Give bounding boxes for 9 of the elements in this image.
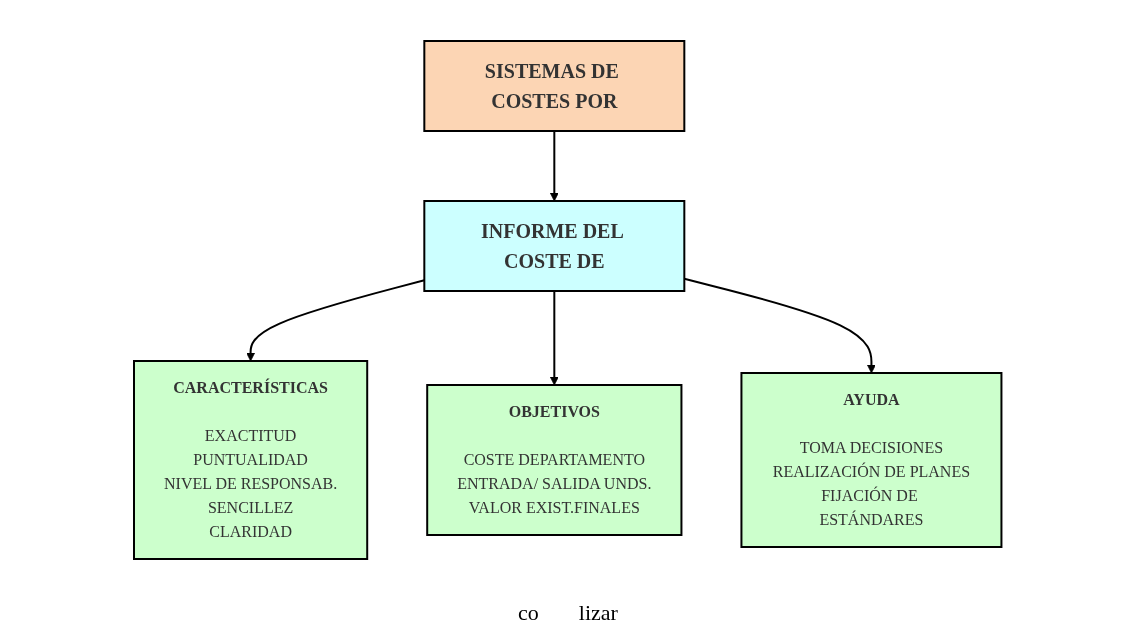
text-fragment: co <box>518 600 539 626</box>
node-box: AYUDA TOMA DECISIONES REALIZACIÓN DE PLANES FIJACIÓN DE ESTÁNDARES <box>740 372 1003 548</box>
arrow <box>550 130 559 202</box>
node-box: CARACTERÍSTICAS EXACTITUD PUNTUALIDAD NIVEL DE RESPONSAB. SENCILLEZ CLARIDAD <box>133 360 369 560</box>
node-box: OBJETIVOS COSTE DEPARTAMENTO ENTRADA/ SALIDA UNDS. VALOR EXIST.FINALES <box>426 384 683 536</box>
text-fragment: lizar <box>578 600 618 626</box>
node-box: INFORME DEL COSTE DE <box>423 200 686 292</box>
arrow <box>550 290 559 386</box>
node-box: SISTEMAS DE COSTES POR <box>423 40 686 132</box>
